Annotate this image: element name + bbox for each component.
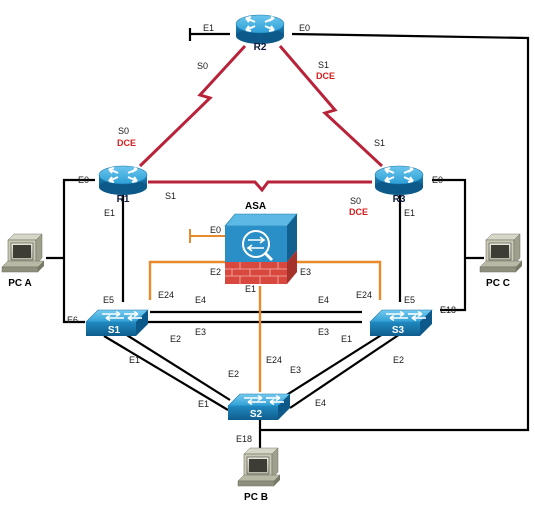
port-label: E2 bbox=[393, 355, 404, 365]
port-label: S1 bbox=[318, 60, 329, 70]
port-label: S0 bbox=[350, 196, 361, 206]
port-label: E4 bbox=[315, 398, 326, 408]
port-label: E1 bbox=[404, 208, 415, 218]
link-r2-e0-pcb bbox=[260, 32, 530, 432]
dce-label: DCE bbox=[316, 71, 335, 81]
link-asa-s1 bbox=[148, 260, 225, 300]
asa-inspect-icon bbox=[242, 230, 270, 258]
asa-firewall[interactable]: ASA bbox=[224, 201, 298, 284]
port-label: E1 bbox=[245, 284, 256, 294]
port-label: E1 bbox=[198, 399, 209, 409]
port-label: E1 bbox=[129, 355, 140, 365]
port-label: E3 bbox=[195, 327, 206, 337]
dce-label: DCE bbox=[349, 207, 368, 217]
port-label: E24 bbox=[356, 290, 372, 300]
pc-c-label: PC C bbox=[486, 278, 510, 289]
port-label: E3 bbox=[318, 327, 329, 337]
link-r3-e0-lan bbox=[432, 178, 467, 312]
link-s3-s2-b bbox=[289, 333, 401, 409]
port-label: S1 bbox=[165, 191, 176, 201]
port-label: E5 bbox=[404, 295, 415, 305]
link-s3-s2-a bbox=[284, 333, 384, 397]
port-label: S0 bbox=[197, 61, 208, 71]
router-r2[interactable]: R2 bbox=[235, 14, 285, 53]
pc-a-label: PC A bbox=[8, 278, 32, 289]
link-s1-s2-b bbox=[103, 335, 229, 411]
router-r1[interactable]: R1 bbox=[98, 165, 148, 205]
router-r2-label: R2 bbox=[254, 42, 267, 53]
switch-s1[interactable]: S1 bbox=[85, 309, 149, 337]
port-label: E0 bbox=[210, 225, 221, 235]
switch-s2[interactable]: S2 bbox=[227, 393, 291, 421]
serial-links bbox=[138, 44, 384, 193]
switch-s3-label: S3 bbox=[392, 325, 405, 336]
port-label: E24 bbox=[266, 355, 282, 365]
port-label: E0 bbox=[432, 175, 443, 185]
port-label: E2 bbox=[210, 267, 221, 277]
port-labels: E1 E0 S0 S1 DCE S0 DCE E0 E1 S1 S1 E0 S0… bbox=[67, 23, 456, 444]
port-label: E18 bbox=[440, 305, 456, 315]
pc-c[interactable]: PC C bbox=[479, 233, 523, 289]
link-r1-r3-serial bbox=[148, 180, 372, 193]
port-label: E6 bbox=[67, 315, 78, 325]
port-label: E18 bbox=[236, 434, 252, 444]
port-label: E3 bbox=[300, 267, 311, 277]
dce-label: DCE bbox=[117, 138, 136, 148]
port-label: E24 bbox=[158, 290, 174, 300]
port-label: E0 bbox=[78, 175, 89, 185]
pc-b-label: PC B bbox=[244, 492, 268, 503]
link-s1-s2-a bbox=[121, 331, 231, 401]
switch-s1-label: S1 bbox=[108, 325, 121, 336]
port-label: E5 bbox=[103, 295, 114, 305]
port-label: E2 bbox=[170, 334, 181, 344]
switch-s2-label: S2 bbox=[250, 409, 263, 420]
port-label: E1 bbox=[203, 23, 214, 33]
link-r1-e0-lan bbox=[62, 178, 95, 324]
link-asa-s3 bbox=[295, 260, 382, 300]
port-label: E2 bbox=[228, 369, 239, 379]
asa-links bbox=[148, 229, 382, 392]
ethernet-links bbox=[46, 28, 530, 452]
router-r3[interactable]: R3 bbox=[374, 165, 424, 205]
port-label: E0 bbox=[299, 23, 310, 33]
link-r2-r3-serial bbox=[278, 45, 384, 168]
port-label: E3 bbox=[290, 365, 301, 375]
port-label: E1 bbox=[341, 334, 352, 344]
pc-b[interactable]: PC B bbox=[237, 447, 281, 503]
port-label: S1 bbox=[374, 138, 385, 148]
router-r1-label: R1 bbox=[117, 194, 130, 205]
port-label: E4 bbox=[195, 295, 206, 305]
link-r2-r1-serial bbox=[138, 44, 247, 168]
port-label: E4 bbox=[318, 295, 329, 305]
port-label: E1 bbox=[104, 208, 115, 218]
router-r3-label: R3 bbox=[393, 194, 406, 205]
asa-label: ASA bbox=[245, 201, 266, 212]
switch-s3[interactable]: S3 bbox=[369, 309, 433, 337]
pc-a[interactable]: PC A bbox=[1, 233, 45, 289]
port-label: S0 bbox=[118, 126, 129, 136]
